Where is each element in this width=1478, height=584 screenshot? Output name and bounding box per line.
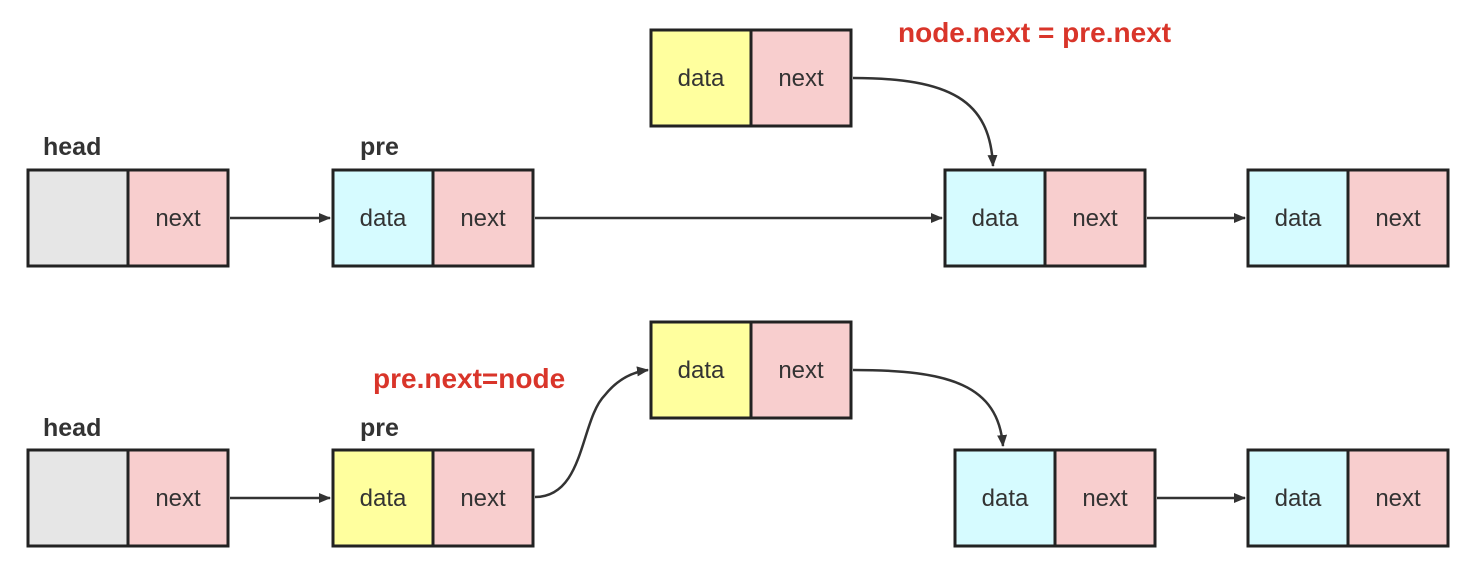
- bottom-pre-label: pre: [360, 414, 399, 442]
- bottom-arrow-new-node-to-node-3: [852, 368, 1008, 447]
- bottom-head-node-next-text: next: [155, 485, 201, 512]
- bottom-new-node-data-text: data: [678, 357, 725, 384]
- bottom-node-4-next-text: next: [1375, 485, 1421, 512]
- bottom-pre-node-data-cell: [331, 448, 435, 548]
- bottom-node-3: data next: [953, 448, 1157, 548]
- top-new-node-next-cell: [749, 28, 853, 128]
- bottom-node-3-data-text: data: [982, 485, 1029, 512]
- top-head-node-next-cell: [126, 168, 230, 268]
- bottom-operation-label: pre.next=node: [373, 363, 565, 394]
- bottom-node-3-next-text: next: [1082, 485, 1128, 512]
- top-new-node-data-text: data: [678, 65, 725, 92]
- bottom-node-3-next-cell: [1053, 448, 1157, 548]
- top-pre-label: pre: [360, 133, 399, 161]
- bottom-new-node: data next: [649, 320, 853, 420]
- bottom-arrow-pre-to-new-node: [534, 366, 649, 499]
- top-node-3-next-text: next: [1072, 205, 1118, 232]
- top-head-node-data-cell: [26, 168, 130, 268]
- top-new-node-next-text: next: [778, 65, 824, 92]
- bottom-head-label: head: [43, 414, 101, 442]
- top-node-4-data-text: data: [1275, 205, 1322, 232]
- bottom-pre-node-data-text: data: [360, 485, 407, 512]
- top-head-node-next-text: next: [155, 205, 201, 232]
- top-pre-node: data next: [331, 168, 535, 268]
- top-pre-node-data-text: data: [360, 205, 407, 232]
- top-node-4-data-cell: [1246, 168, 1350, 268]
- bottom-head-node-next-cell: [126, 448, 230, 548]
- top-node-4-next-cell: [1346, 168, 1450, 268]
- top-node-4: data next: [1246, 168, 1450, 268]
- bottom-new-node-next-cell: [749, 320, 853, 420]
- top-node-4-next-text: next: [1375, 205, 1421, 232]
- top-new-node-data-cell: [649, 28, 753, 128]
- top-operation-label: node.next = pre.next: [898, 17, 1171, 48]
- top-diagram: node.next = pre.next head pre data next …: [26, 17, 1450, 268]
- bottom-pre-node-next-cell: [431, 448, 535, 548]
- bottom-node-4-data-cell: [1246, 448, 1350, 548]
- top-new-node: data next: [649, 28, 853, 128]
- top-node-3-next-cell: [1043, 168, 1147, 268]
- bottom-node-4-data-text: data: [1275, 485, 1322, 512]
- top-node-3-data-text: data: [972, 205, 1019, 232]
- bottom-node-4-next-cell: [1346, 448, 1450, 548]
- bottom-new-node-next-text: next: [778, 357, 824, 384]
- top-node-3: data next: [943, 168, 1147, 268]
- top-head-node: next: [26, 168, 230, 268]
- bottom-node-4: data next: [1246, 448, 1450, 548]
- top-pre-node-next-cell: [431, 168, 535, 268]
- bottom-node-3-data-cell: [953, 448, 1057, 548]
- top-node-3-data-cell: [943, 168, 1047, 268]
- bottom-diagram: pre.next=node head pre data next next da…: [26, 320, 1450, 548]
- top-arrow-new-node-to-node-3: [852, 76, 998, 167]
- bottom-head-node: next: [26, 448, 230, 548]
- top-head-label: head: [43, 133, 101, 161]
- bottom-pre-node: data next: [331, 448, 535, 548]
- bottom-head-node-data-cell: [26, 448, 130, 548]
- top-pre-node-next-text: next: [460, 205, 506, 232]
- bottom-new-node-data-cell: [649, 320, 753, 420]
- bottom-pre-node-next-text: next: [460, 485, 506, 512]
